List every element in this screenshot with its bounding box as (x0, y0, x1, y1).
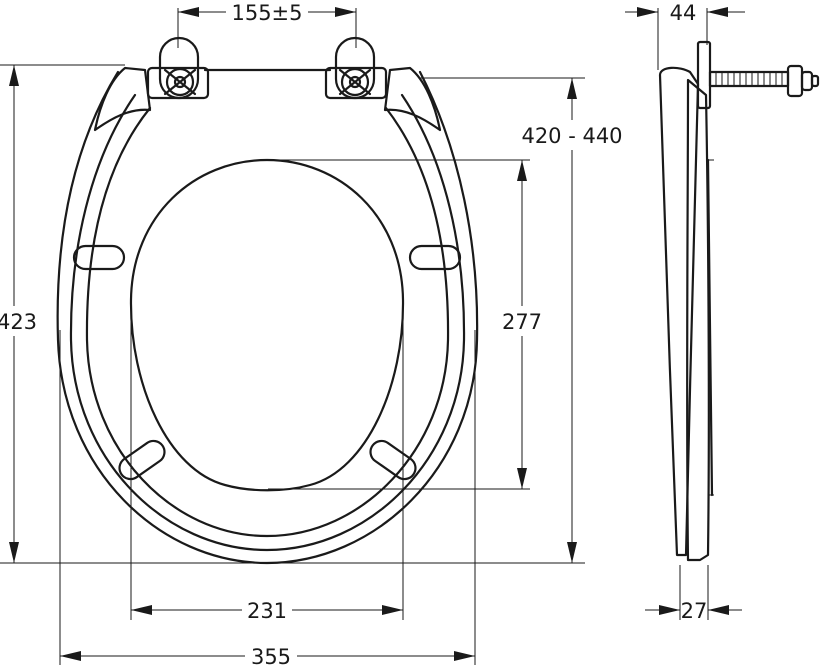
dimension-inner-width: 231 (131, 596, 403, 624)
seat-outer-contour (56, 70, 479, 565)
overall-width-label: 355 (251, 645, 291, 669)
dimension-overall-width: 355 (60, 642, 475, 670)
seat-side-view (658, 40, 820, 562)
dimension-hinge-spacing: 155±5 (178, 0, 356, 25)
depth-side-label: 44 (670, 1, 697, 25)
hinge-arm-right (383, 66, 442, 132)
side-seat-underside (706, 158, 714, 497)
hinge-right (324, 36, 388, 100)
dimension-inner-length: 277 (502, 160, 544, 489)
seat-top-view (56, 36, 479, 565)
side-seat (686, 78, 710, 562)
seat-opening (129, 158, 405, 492)
dimension-overall-length: 423 (0, 65, 40, 563)
total-length-range-label: 420 - 440 (521, 124, 622, 148)
dimension-total-length-range: 420 - 440 (521, 78, 623, 563)
extension-lines (0, 8, 709, 665)
inner-length-label: 277 (502, 310, 542, 334)
overall-length-label: 423 (0, 310, 37, 334)
bumper-pad-left-upper (72, 244, 126, 271)
bumper-pad-left-lower (118, 439, 166, 481)
seat-ring-inner (85, 106, 450, 538)
lid-contour (69, 93, 466, 552)
inner-width-label: 231 (247, 599, 287, 623)
mounting-plate (696, 40, 712, 110)
side-lid (658, 66, 700, 557)
seat-thickness-label: 27 (681, 599, 708, 623)
hinge-spacing-label: 155±5 (231, 1, 302, 25)
mounting-bolt (708, 64, 820, 98)
dimension-depth-side: 44 (625, 1, 745, 25)
dimension-seat-thickness: 27 (645, 599, 742, 623)
bumper-pad-right-lower (369, 439, 417, 481)
bumper-pad-right-upper (408, 244, 462, 271)
hinge-arm-left (93, 66, 152, 132)
hinge-left (146, 36, 210, 100)
